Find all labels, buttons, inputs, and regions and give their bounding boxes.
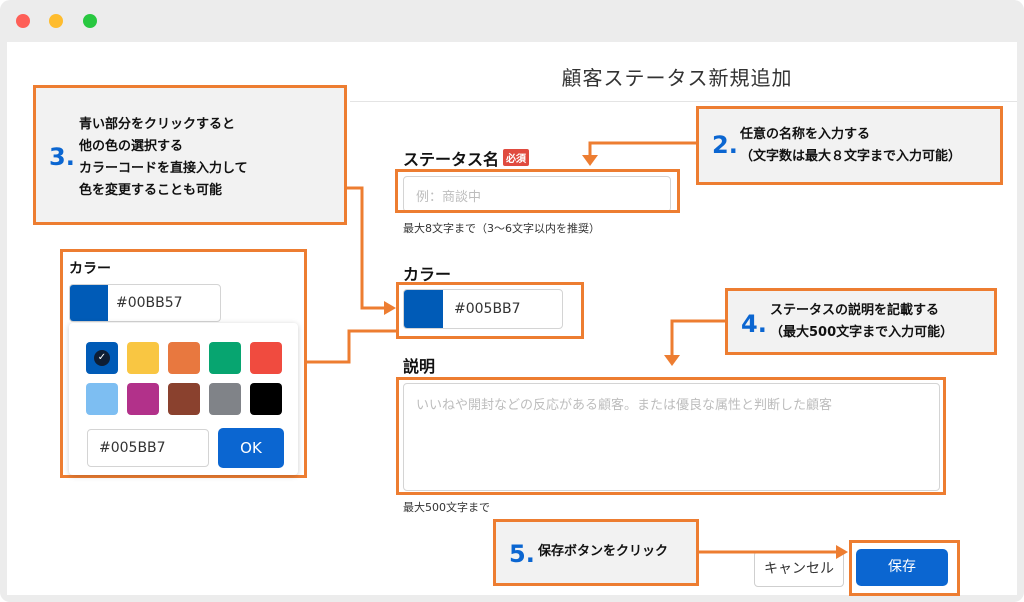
palette-chip-light-blue[interactable] bbox=[86, 383, 118, 415]
highlight-status-name bbox=[395, 169, 680, 213]
description-label: 説明 bbox=[403, 357, 436, 376]
annotation-4-line: （最大500文字まで入力可能） bbox=[770, 325, 954, 340]
annotation-5: 5. 保存ボタンをクリック bbox=[493, 519, 699, 586]
palette-chip-gray[interactable] bbox=[209, 383, 241, 415]
palette-chip-green[interactable] bbox=[209, 342, 241, 374]
header-divider bbox=[350, 101, 1017, 102]
palette-chip-brown[interactable] bbox=[168, 383, 200, 415]
palette-chip-black[interactable] bbox=[250, 383, 282, 415]
status-name-label-text: ステータス名 bbox=[403, 150, 500, 169]
annotation-5-line: 保存ボタンをクリック bbox=[538, 544, 669, 559]
annotation-3-line: 色を変更することも可能 bbox=[79, 183, 223, 198]
color-field: #005BB7 bbox=[403, 289, 563, 329]
description-placeholder: いいねや開封などの反応がある顧客。または優良な属性と判断した顧客 bbox=[416, 398, 833, 413]
highlight-color bbox=[396, 282, 584, 339]
picker-inset-label: カラー bbox=[69, 261, 111, 277]
status-name-placeholder: 例：商談中 bbox=[416, 190, 482, 205]
annotation-2: 2. 任意の名称を入力する （文字数は最大８文字まで入力可能） bbox=[696, 106, 1003, 185]
picker-ok-button[interactable]: OK bbox=[218, 428, 284, 468]
highlight-save bbox=[849, 540, 960, 596]
required-badge: 必須 bbox=[503, 149, 530, 166]
picker-hex-input-value: #005BB7 bbox=[99, 440, 166, 456]
arrowhead-3 bbox=[384, 301, 396, 315]
color-swatch-button[interactable] bbox=[404, 290, 443, 328]
annotation-3-line: カラーコードを直接入力して bbox=[79, 161, 248, 176]
color-label: カラー bbox=[403, 265, 452, 284]
picker-hex-input[interactable]: #005BB7 bbox=[87, 429, 209, 467]
annotation-5-number: 5. bbox=[509, 540, 535, 568]
status-name-hint: 最大8文字まで（3〜6文字以内を推奨） bbox=[403, 222, 600, 235]
annotation-3-line: 他の色の選択する bbox=[79, 139, 184, 154]
annotation-2-text: 任意の名称を入力する （文字数は最大８文字まで入力可能） bbox=[740, 124, 961, 168]
picker-inset-hex-value[interactable]: #00BB57 bbox=[116, 295, 183, 311]
page-title: 顧客ステータス新規追加 bbox=[561, 66, 793, 90]
annotation-3-number: 3. bbox=[49, 143, 75, 171]
picker-inset-color-field: #00BB57 bbox=[69, 284, 221, 322]
annotation-2-line: 任意の名称を入力する bbox=[740, 127, 871, 142]
save-button[interactable]: 保存 bbox=[856, 549, 948, 586]
annotation-4: 4. ステータスの説明を記載する （最大500文字まで入力可能） bbox=[725, 288, 997, 355]
arrowhead-2 bbox=[582, 155, 598, 166]
palette-chip-orange[interactable] bbox=[168, 342, 200, 374]
palette-chip-red[interactable] bbox=[250, 342, 282, 374]
check-icon: ✓ bbox=[94, 350, 110, 366]
annotation-3-text: 青い部分をクリックすると 他の色の選択する カラーコードを直接入力して 色を変更… bbox=[79, 114, 248, 202]
arrowhead-4 bbox=[664, 355, 680, 366]
color-hex-value[interactable]: #005BB7 bbox=[454, 301, 521, 317]
annotation-2-line: （文字数は最大８文字まで入力可能） bbox=[740, 149, 962, 164]
palette-chip-magenta[interactable] bbox=[127, 383, 159, 415]
palette-chip-yellow[interactable] bbox=[127, 342, 159, 374]
arrowhead-5 bbox=[836, 545, 848, 559]
annotation-4-number: 4. bbox=[741, 310, 767, 338]
cancel-button[interactable]: キャンセル bbox=[754, 551, 844, 587]
annotation-2-number: 2. bbox=[712, 131, 738, 159]
connector-picker-to-color bbox=[307, 329, 396, 364]
arrow-2-to-status-name bbox=[588, 141, 696, 160]
status-name-label: ステータス名必須 bbox=[403, 146, 530, 170]
annotation-5-text: 保存ボタンをクリック bbox=[538, 541, 668, 563]
annotation-3: 3. 青い部分をクリックすると 他の色の選択する カラーコードを直接入力して 色… bbox=[33, 85, 347, 225]
arrow-4-to-description bbox=[670, 319, 725, 360]
picker-inset-swatch[interactable] bbox=[70, 285, 108, 321]
highlight-description bbox=[396, 377, 946, 495]
palette-chip-blue[interactable]: ✓ bbox=[86, 342, 118, 374]
annotation-4-line: ステータスの説明を記載する bbox=[770, 303, 940, 318]
description-hint: 最大500文字まで bbox=[403, 501, 490, 514]
zoom-window-icon[interactable] bbox=[83, 14, 97, 28]
description-textarea[interactable]: いいねや開封などの反応がある顧客。または優良な属性と判断した顧客 bbox=[403, 383, 940, 491]
annotation-4-text: ステータスの説明を記載する （最大500文字まで入力可能） bbox=[770, 300, 953, 344]
close-window-icon[interactable] bbox=[16, 14, 30, 28]
minimize-window-icon[interactable] bbox=[49, 14, 63, 28]
title-bar bbox=[0, 0, 1024, 42]
annotation-3-line: 青い部分をクリックすると bbox=[79, 117, 236, 132]
arrow-3-to-color bbox=[347, 186, 390, 310]
